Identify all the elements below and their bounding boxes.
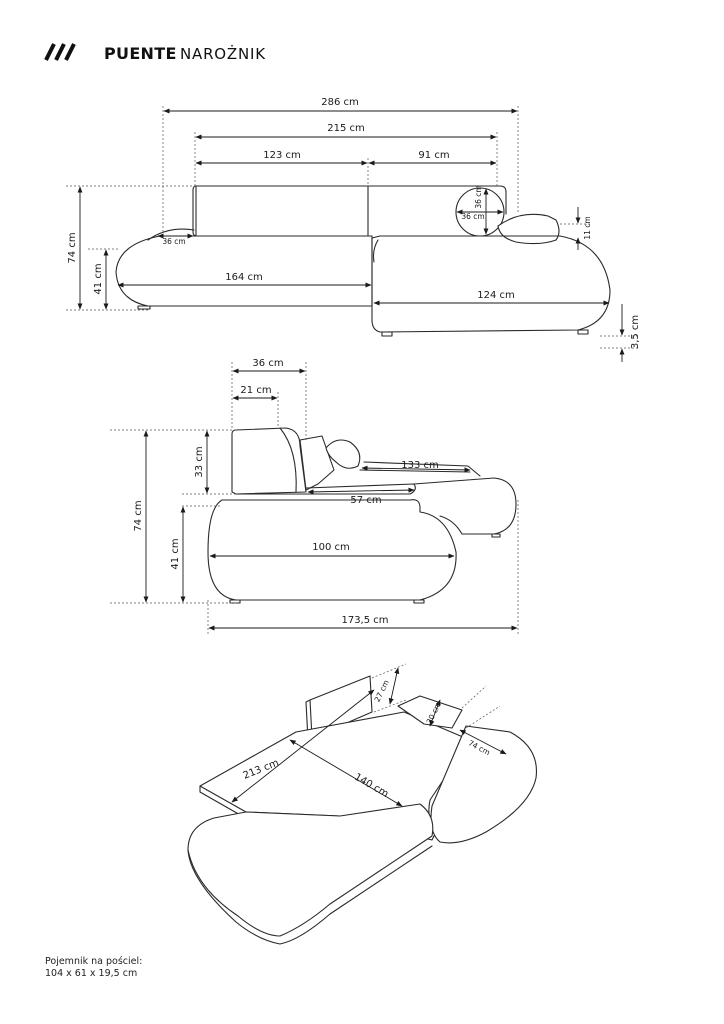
front-view: 286 cm 215 cm 123 cm 91 cm 74 cm 41 cm 3… (66, 97, 641, 362)
storage-dimensions: 104 x 61 x 19,5 cm (45, 968, 138, 979)
dim-legs: 3,5 cm (630, 315, 641, 349)
dim-side-total-height: 74 cm (133, 500, 144, 531)
brand-logo-icon (44, 43, 76, 61)
side-view: 36 cm 21 cm 33 cm 74 cm 41 cm 133 cm 57 … (110, 358, 519, 634)
dim-total-width: 286 cm (321, 97, 359, 108)
dim-side-seat-height: 41 cm (170, 538, 181, 569)
dim-base-depth: 100 cm (312, 542, 350, 553)
dim-pillow-height: 36 cm (474, 185, 483, 208)
dim-back-left: 123 cm (263, 150, 301, 161)
dim-armrest: 36 cm (162, 237, 185, 246)
dim-chaise-depth: 133 cm (401, 460, 439, 471)
dim-total-depth: 173,5 cm (341, 615, 388, 626)
dim-backrest-height: 27 cm (373, 678, 391, 703)
dim-chaise-length: 124 cm (477, 290, 515, 301)
storage-label: Pojemnik na pościel: (45, 956, 143, 967)
dim-total-height: 74 cm (67, 232, 78, 263)
dim-back-top: 21 cm (240, 385, 271, 396)
dim-seat-depth: 57 cm (350, 495, 381, 506)
dim-seat-length: 164 cm (225, 272, 263, 283)
brand-name: PUENTE (104, 44, 177, 63)
dim-back-width: 215 cm (327, 123, 365, 134)
dim-back-height: 33 cm (194, 446, 205, 477)
dim-pillow-width: 36 cm (461, 212, 484, 221)
dim-back-depth: 36 cm (252, 358, 283, 369)
dim-back-right: 91 cm (418, 150, 449, 161)
dim-headrest: 11 cm (583, 216, 592, 239)
product-type: NAROŻNIK (180, 44, 266, 63)
bed-view: 213 cm 140 cm 27 cm 30 cm 74 cm (187, 663, 538, 945)
storage-info: Pojemnik na pościel: 104 x 61 x 19,5 cm (45, 956, 142, 980)
dim-seat-height: 41 cm (93, 263, 104, 294)
